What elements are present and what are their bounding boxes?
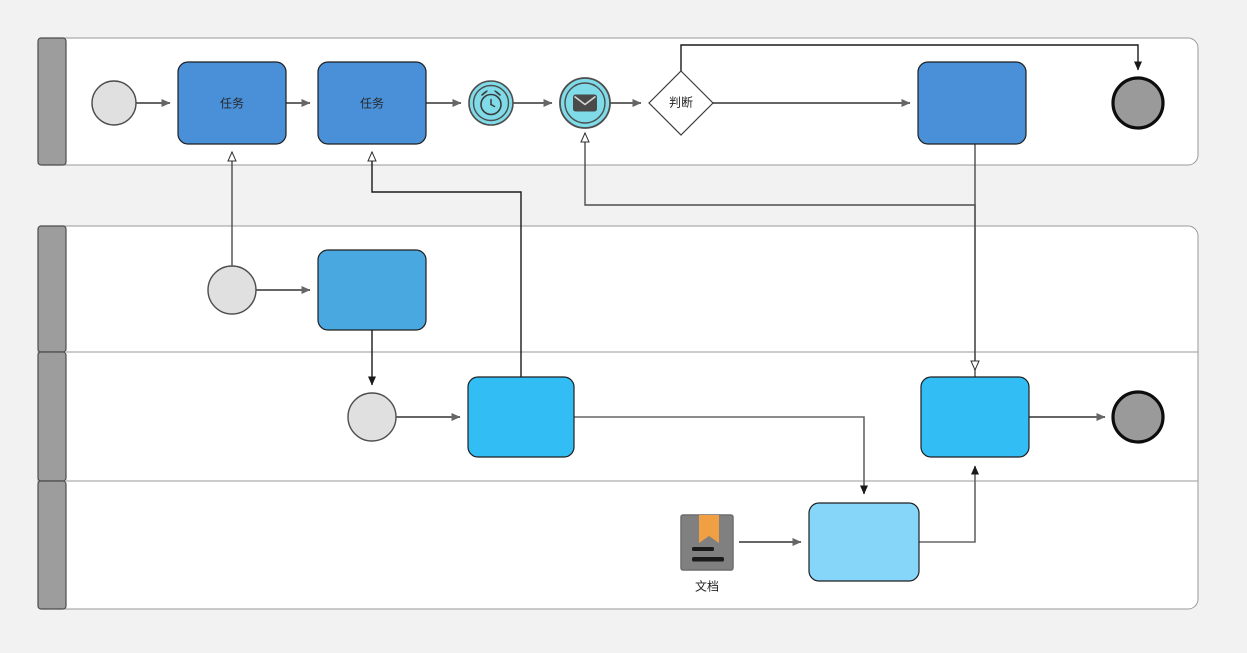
doc-1-label: 文档 (695, 579, 719, 594)
alarm-clock-icon (480, 90, 502, 116)
msgflow-task5-task2[interactable] (367, 150, 522, 377)
task-2-label: 任务 (360, 96, 384, 111)
lane-header-2-1[interactable] (37, 225, 67, 353)
flow-task5-task7[interactable] (574, 416, 868, 495)
node-end-1[interactable] (1111, 76, 1165, 130)
node-end-2[interactable] (1111, 390, 1165, 444)
node-start-3[interactable] (347, 392, 397, 442)
end-event-circle[interactable] (1111, 390, 1165, 444)
node-task-3[interactable] (917, 61, 1027, 145)
lane-header-2-3[interactable] (37, 480, 67, 610)
start-event-circle[interactable] (347, 392, 397, 442)
sequence-flows (136, 99, 1106, 546)
task-rect[interactable] (920, 376, 1030, 458)
task-rect[interactable] (467, 376, 575, 458)
start-event-circle[interactable] (91, 80, 137, 126)
task-rect[interactable] (317, 61, 427, 145)
message-flows (227, 131, 980, 377)
task-rect[interactable] (808, 502, 920, 582)
document-ribbon (699, 515, 719, 543)
node-gateway-1[interactable]: 判断 (648, 70, 714, 136)
gateway-1-label: 判断 (669, 95, 693, 110)
task-rect[interactable] (917, 61, 1027, 145)
lane-header-2-2[interactable] (37, 351, 67, 482)
node-message-event-1[interactable] (559, 77, 611, 129)
gateway-diamond[interactable] (648, 70, 714, 136)
flow-task7-task6[interactable] (919, 465, 979, 543)
node-start-1[interactable] (91, 80, 137, 126)
node-timer-event-1[interactable] (468, 80, 514, 126)
document-icon[interactable] (680, 514, 734, 571)
task-rect[interactable] (317, 249, 427, 331)
timer-event-inner-circle (472, 84, 510, 122)
node-doc-1[interactable]: 文档 (680, 514, 734, 594)
orthogonal-flows (368, 44, 1142, 543)
flow-gateway-end1[interactable] (680, 44, 1142, 71)
node-task-7[interactable] (808, 502, 920, 582)
task-rect[interactable] (177, 61, 287, 145)
envelope-icon (573, 94, 597, 112)
end-event-circle[interactable] (1111, 76, 1165, 130)
node-task-5[interactable] (467, 376, 575, 458)
node-task-1[interactable]: 任务 (177, 61, 287, 145)
node-start-2[interactable] (207, 265, 257, 315)
node-task-2[interactable]: 任务 (317, 61, 427, 145)
node-task-6[interactable] (920, 376, 1030, 458)
document-line-2 (692, 557, 724, 562)
task-1-label: 任务 (220, 96, 244, 111)
lane-header-1-1[interactable] (37, 37, 67, 166)
document-line-1 (692, 547, 714, 551)
start-event-circle[interactable] (207, 265, 257, 315)
node-task-4[interactable] (317, 249, 427, 331)
